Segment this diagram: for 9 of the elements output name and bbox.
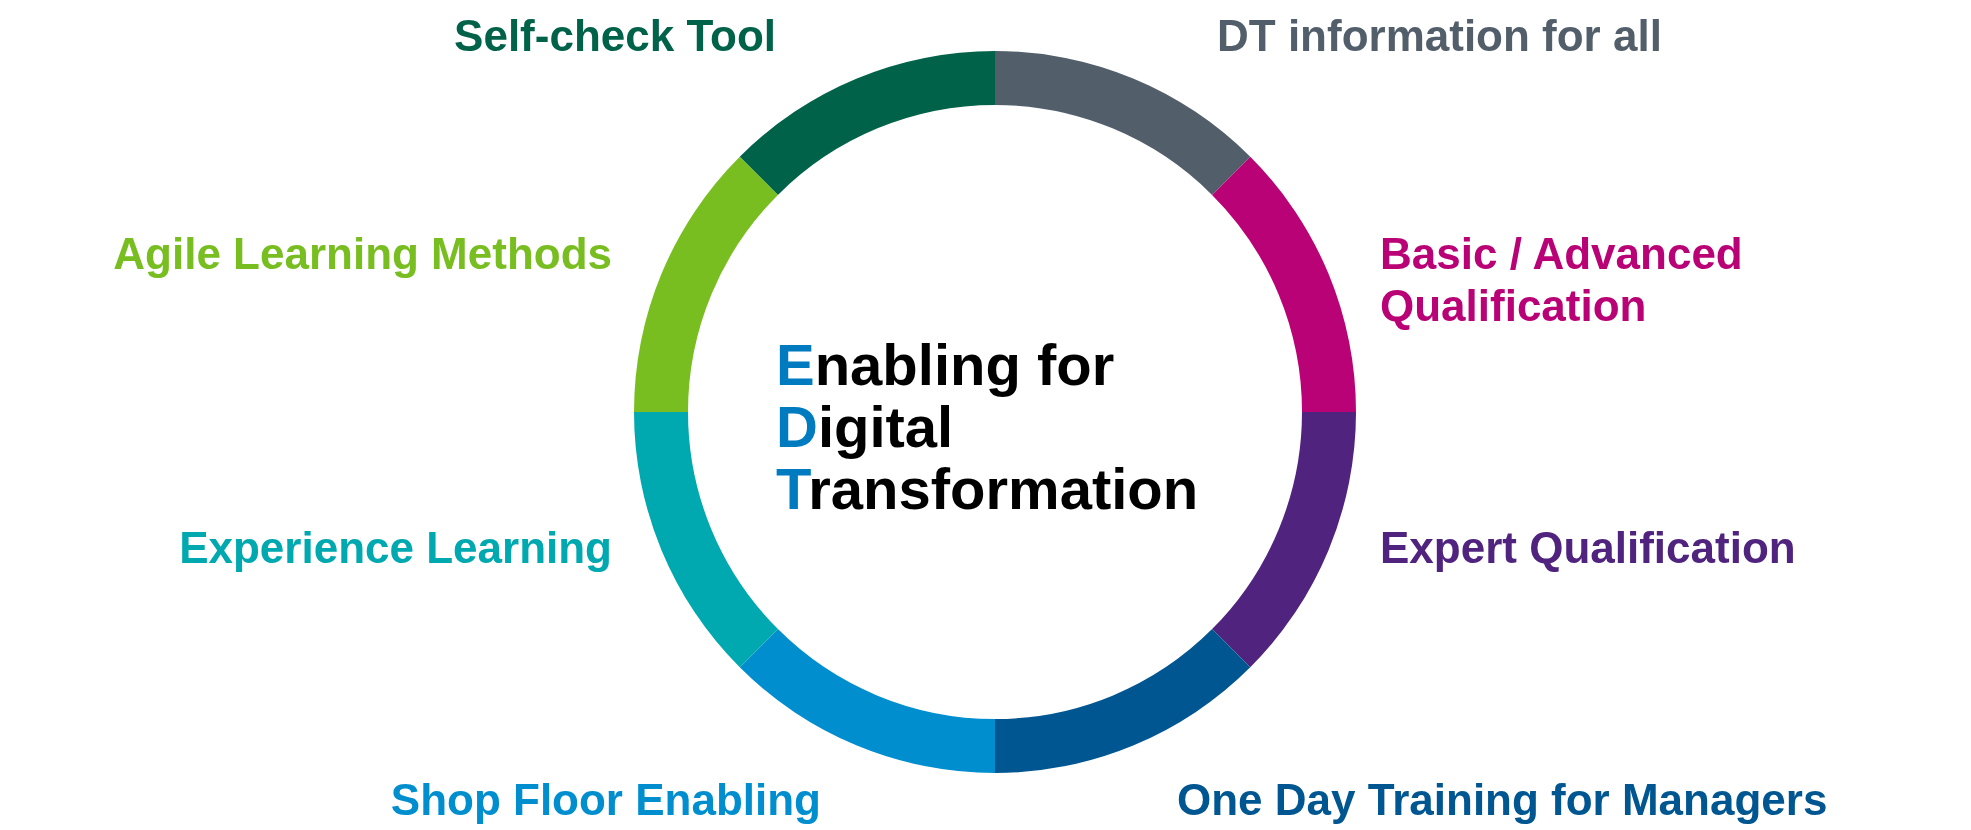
segment-label: Shop Floor Enabling (201, 774, 821, 826)
segment-label: Experience Learning (12, 522, 612, 574)
segment-label: One Day Training for Managers (1177, 774, 1967, 826)
segment-label: Agile Learning Methods (2, 228, 612, 280)
segment-label: Self-check Tool (356, 10, 776, 62)
segment-label: Expert Qualification (1380, 522, 1940, 574)
center-title: Enabling for Digital Transformation (776, 334, 1296, 520)
segment-label: Basic / Advanced Qualification (1380, 228, 1860, 332)
segment-label: DT information for all (1217, 10, 1917, 62)
